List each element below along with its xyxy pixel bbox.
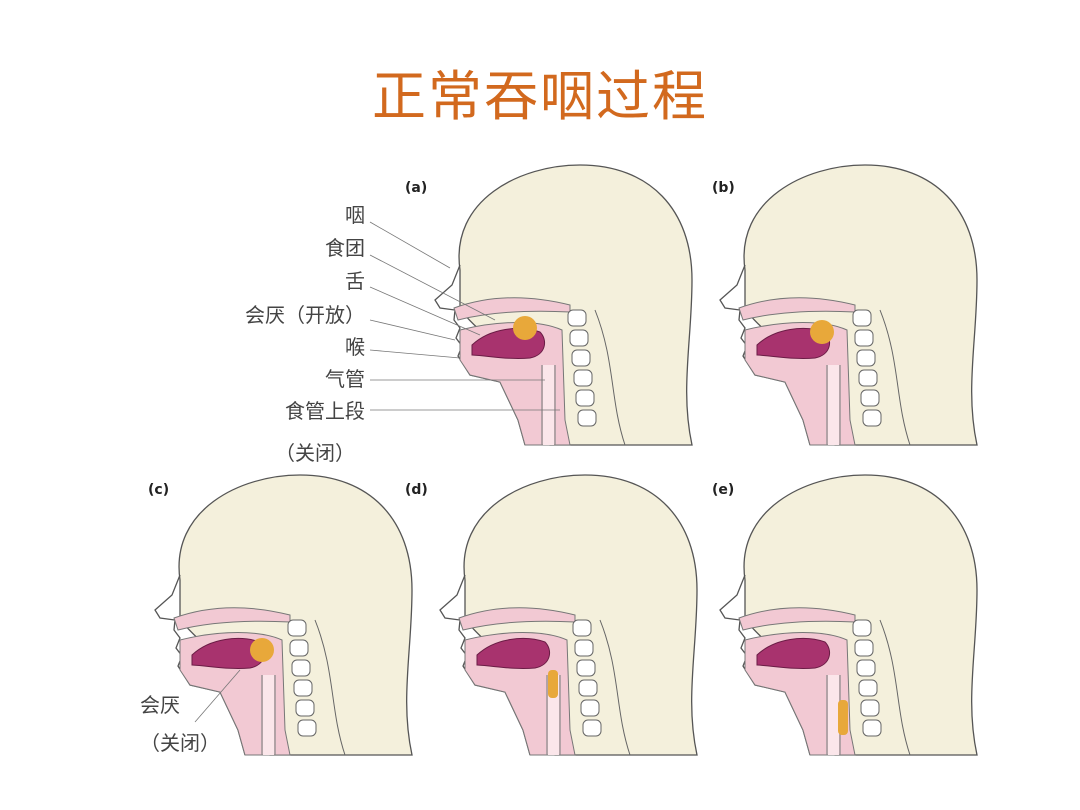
labels-a: 咽 食团 舌 会厌（开放） 喉 气管 食管上段 （关闭） 会厌 （关闭） [140,203,560,755]
label-pharynx: 咽 [345,203,365,227]
label-epiglottis: 会厌 [140,693,180,717]
bolus [250,638,274,662]
label-epiglottis-open: 会厌（开放） [245,303,365,327]
bolus [810,320,834,344]
label-epiglottis-closed: （关闭） [140,731,220,755]
panel-b: (b) [712,164,978,446]
panel-c: (c) [148,474,413,756]
slide-title: 正常吞咽过程 [372,65,708,128]
panel-d: (d) [405,474,698,756]
bolus [838,700,848,735]
panel-a: (a) [405,164,693,446]
panel-label: (e) [712,482,734,498]
panel-label: (d) [405,482,428,498]
bolus [513,316,537,340]
label-tongue: 舌 [345,269,365,293]
label-upper-esophagus: 食管上段 [285,399,365,423]
panel-label: (a) [405,180,427,196]
panel-label: (b) [712,180,735,196]
panel-e: (e) [712,474,978,756]
panel-label: (c) [148,482,169,498]
label-bolus: 食团 [325,236,365,260]
label-trachea: 气管 [325,367,365,391]
label-larynx: 喉 [345,335,365,359]
bolus [548,670,558,698]
label-closed: （关闭） [275,441,355,465]
